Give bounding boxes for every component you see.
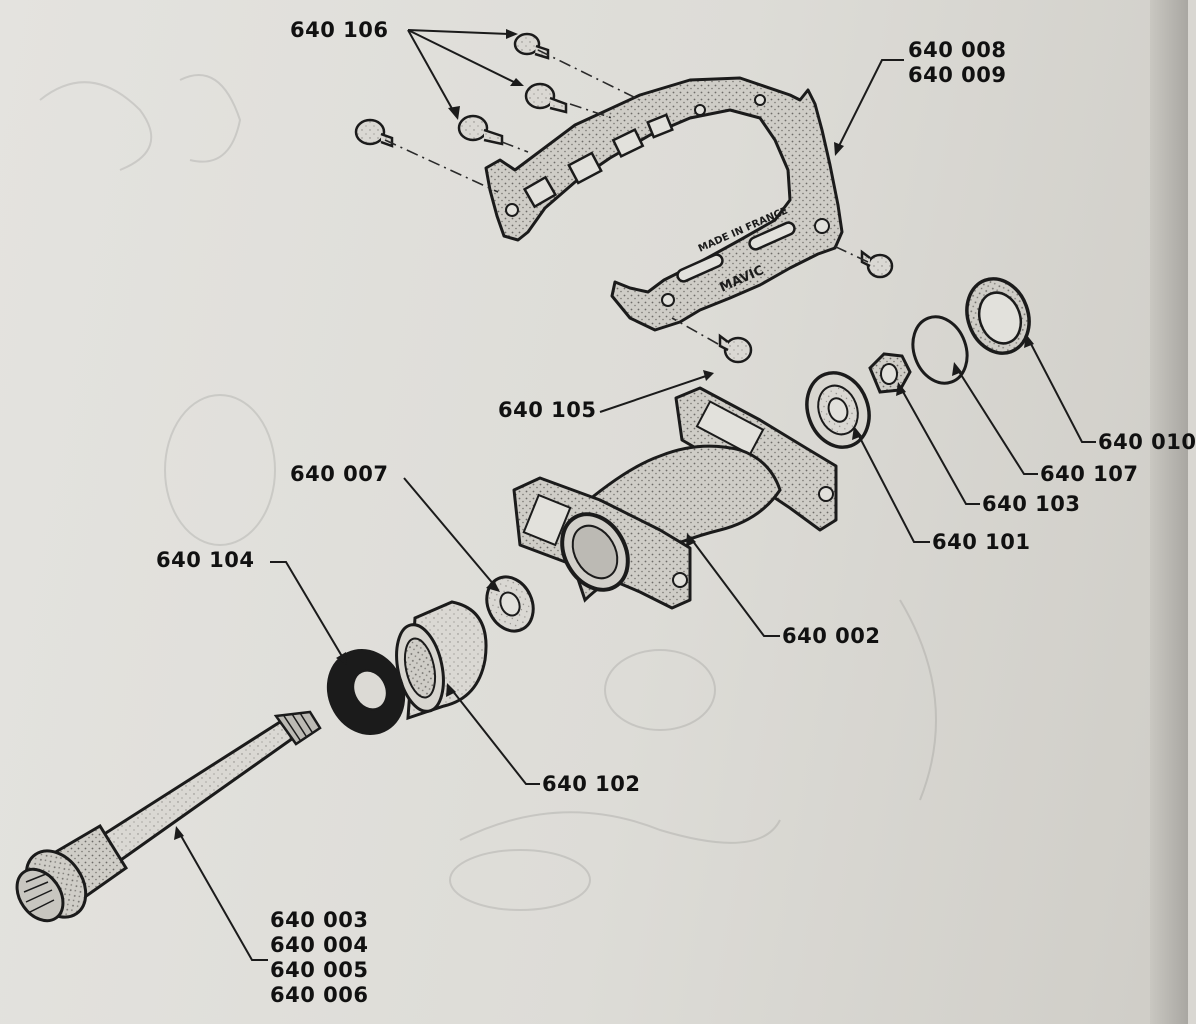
lock-nut-part: [868, 352, 912, 394]
leader-arrowheads: [174, 29, 1034, 840]
cage-screws-part: [354, 32, 568, 148]
label-dust-seal: 640 104: [156, 548, 255, 572]
pedal-body-part: [512, 386, 838, 610]
screw-left: [354, 118, 394, 148]
label-lock-nut: 640 103: [982, 492, 1081, 516]
frame-cage-part: MADE IN FRANCE MAVIC: [484, 76, 844, 332]
page-edge-shadow: [1150, 0, 1188, 1024]
label-washer: 640 007: [290, 462, 389, 486]
label-dust-cap: 640 010: [1098, 430, 1196, 454]
label-needle-bearing: 640 102: [542, 772, 641, 796]
washer-part: [485, 575, 535, 633]
screw-lower: [457, 114, 504, 146]
bleed-through-ghost: [39, 74, 937, 911]
screw-top: [513, 32, 550, 60]
label-lower-screw: 640 105: [498, 398, 597, 422]
o-ring-part: [911, 315, 969, 385]
ball-bearing-part: [805, 371, 871, 449]
dust-cap-part: [965, 277, 1031, 355]
leader-lines: [179, 29, 1096, 961]
label-o-ring: 640 107: [1040, 462, 1139, 486]
label-ball-bearing: 640 101: [932, 530, 1031, 554]
assembly-axes: [384, 49, 869, 345]
label-pedal-body: 640 002: [782, 624, 881, 648]
label-spindle: 640 003 640 004 640 005 640 006: [270, 908, 369, 1007]
lower-screws-part: [718, 249, 894, 364]
label-frame-cage: 640 008 640 009: [908, 38, 1007, 87]
dust-seal-part: [326, 649, 406, 735]
needle-bearing-part: [395, 600, 488, 721]
label-cage-screws: 640 106: [290, 18, 389, 42]
spindle-part: [15, 710, 322, 923]
screw-middle: [524, 82, 568, 114]
